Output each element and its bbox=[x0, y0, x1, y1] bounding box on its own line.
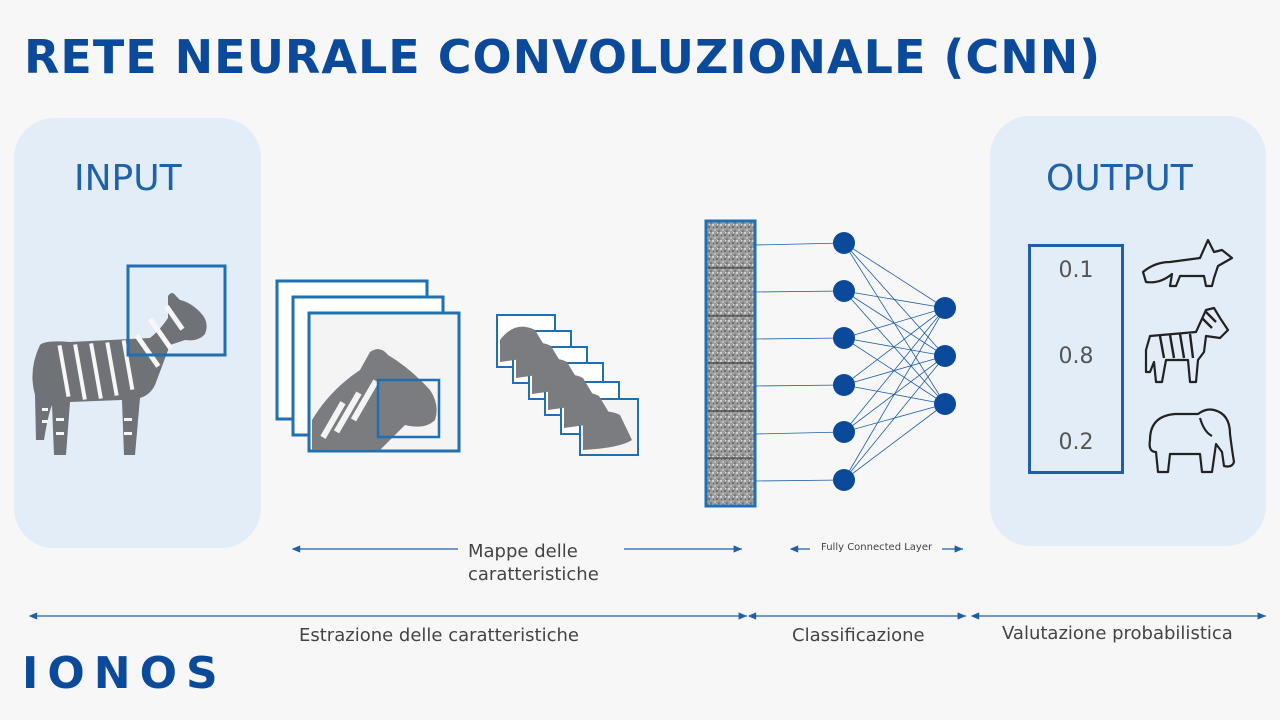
probability-value-fox: 0.1 bbox=[1058, 258, 1094, 283]
feature-maps-label-line2: caratteristiche bbox=[468, 564, 599, 585]
output-panel bbox=[990, 116, 1266, 546]
page-title: RETE NEURALE CONVOLUZIONALE (CNN) bbox=[24, 30, 1102, 84]
feature-extraction-label: Estrazione delle caratteristiche bbox=[299, 625, 579, 646]
fully-connected-network bbox=[754, 242, 946, 482]
ionos-logo: IONOS bbox=[22, 648, 227, 699]
convolution-window bbox=[126, 264, 227, 357]
elephant-icon bbox=[1148, 408, 1236, 474]
probability-value-elephant: 0.2 bbox=[1058, 430, 1094, 455]
feature-maps-layer-1 bbox=[275, 279, 461, 453]
probability-box bbox=[1028, 244, 1124, 474]
input-zebra-icon bbox=[32, 293, 207, 455]
feature-map-zebra-fragments bbox=[500, 326, 632, 450]
network-nodes bbox=[833, 232, 956, 491]
input-panel bbox=[14, 118, 261, 548]
classification-label: Classificazione bbox=[792, 625, 925, 646]
input-title: INPUT bbox=[74, 158, 182, 199]
feature-maps-label-line1: Mappe delle bbox=[468, 541, 578, 562]
flattened-vector bbox=[704, 219, 757, 508]
fox-icon bbox=[1141, 238, 1234, 288]
zebra-icon bbox=[1144, 306, 1230, 384]
probabilistic-label: Valutazione probabilistica bbox=[1002, 623, 1233, 644]
output-title: OUTPUT bbox=[1046, 158, 1193, 199]
fully-connected-label: Fully Connected Layer bbox=[821, 542, 933, 553]
probability-value-zebra: 0.8 bbox=[1058, 344, 1094, 369]
